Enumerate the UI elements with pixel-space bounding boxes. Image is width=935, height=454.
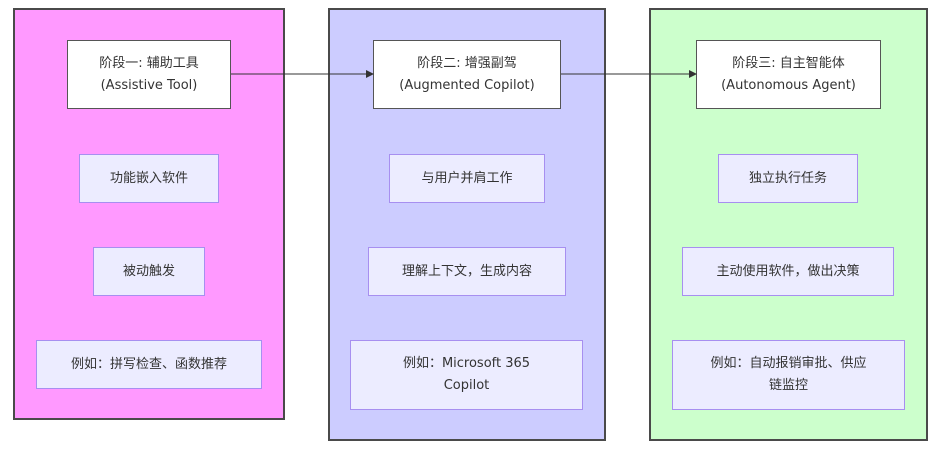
- node-proactive-decisions[interactable]: 主动使用软件，做出决策: [682, 247, 894, 296]
- node-label: 被动触发: [122, 263, 175, 279]
- stage-assistive-title-cn: 阶段一: 辅助工具: [99, 55, 199, 71]
- stage-assistive-title-en: (Assistive Tool): [100, 77, 198, 93]
- node-label: 例如：自动报销审批、供应 链监控: [710, 356, 867, 393]
- stage-copilot-title[interactable]: 阶段二: 增强副驾 (Augmented Copilot): [373, 40, 561, 109]
- node-feature-embedded[interactable]: 功能嵌入软件: [79, 154, 219, 203]
- stage-agent-title-en: (Autonomous Agent): [721, 77, 856, 93]
- stage-agent-title[interactable]: 阶段三: 自主智能体 (Autonomous Agent): [696, 40, 881, 109]
- node-label: 独立执行任务: [748, 170, 827, 186]
- node-label: 主动使用软件，做出决策: [716, 263, 860, 279]
- node-independent-execution[interactable]: 独立执行任务: [718, 154, 858, 203]
- node-label: 功能嵌入软件: [109, 170, 188, 186]
- stage-copilot-title-cn: 阶段二: 增强副驾: [417, 55, 517, 71]
- stage-copilot-title-en: (Augmented Copilot): [399, 77, 535, 93]
- node-label: 理解上下文，生成内容: [401, 263, 532, 279]
- node-agent-example[interactable]: 例如：自动报销审批、供应 链监控: [672, 340, 905, 410]
- node-assistive-example[interactable]: 例如：拼写检查、函数推荐: [36, 340, 262, 389]
- node-copilot-example[interactable]: 例如：Microsoft 365 Copilot: [350, 340, 583, 410]
- node-label: 例如：Microsoft 365 Copilot: [402, 356, 531, 393]
- node-work-alongside-user[interactable]: 与用户并肩工作: [389, 154, 545, 203]
- node-understand-context[interactable]: 理解上下文，生成内容: [368, 247, 566, 296]
- node-label: 例如：拼写检查、函数推荐: [70, 356, 227, 372]
- stage-assistive-title[interactable]: 阶段一: 辅助工具 (Assistive Tool): [67, 40, 231, 109]
- node-label: 与用户并肩工作: [421, 170, 513, 186]
- node-passive-trigger[interactable]: 被动触发: [93, 247, 205, 296]
- stage-agent-title-cn: 阶段三: 自主智能体: [732, 55, 845, 71]
